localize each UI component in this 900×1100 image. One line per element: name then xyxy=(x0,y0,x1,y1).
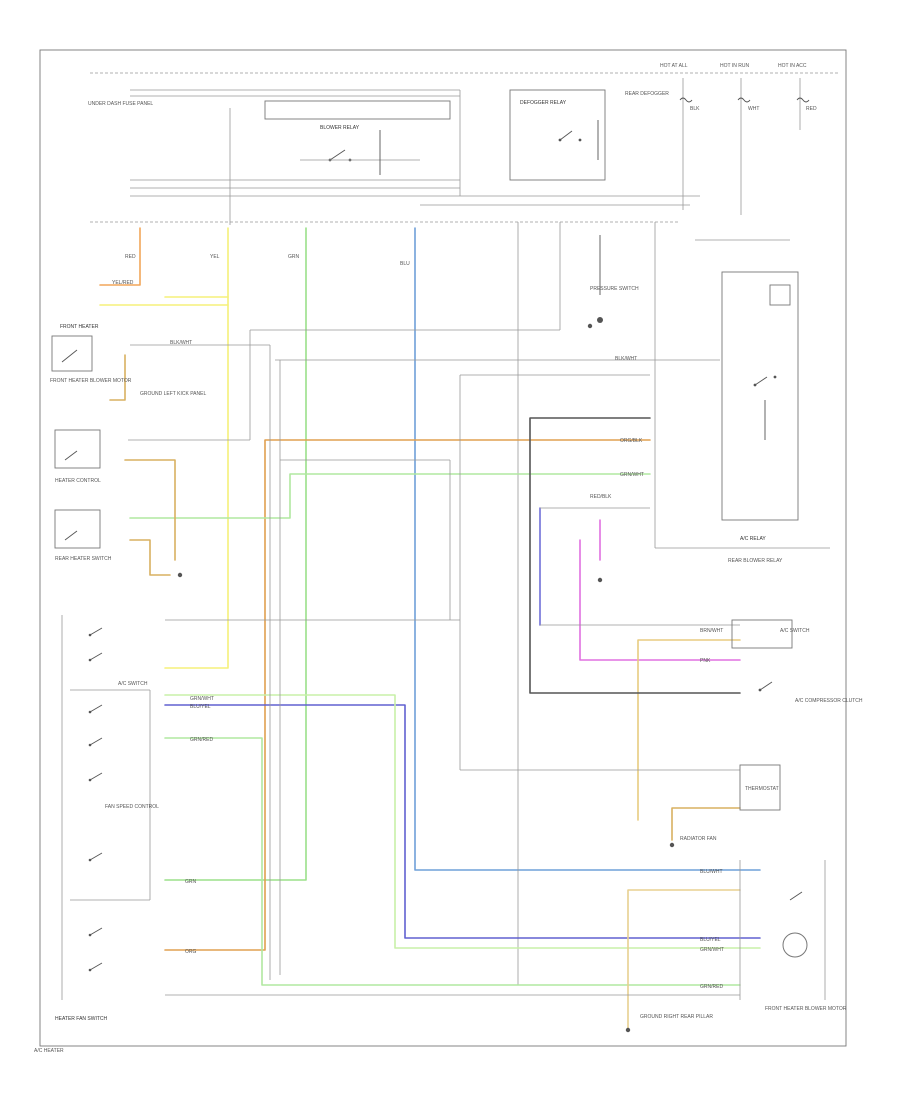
wire-black-box xyxy=(529,417,741,694)
a-c-relay-label: A/C RELAY xyxy=(740,536,766,542)
wire-tan-right xyxy=(637,639,741,821)
front-blower-motor-label: FRONT HEATER BLOWER MOTOR xyxy=(765,1006,847,1012)
hot-at-all-label: HOT AT ALL xyxy=(660,63,688,69)
wire-code-labels: YEL/RED BLK/WHT ORG/BLK GRN/WHT BLK/WHT … xyxy=(112,254,724,990)
ground-right-rear-label: GROUND RIGHT REAR PILLAR xyxy=(640,1014,713,1020)
fuse-label-2: WHT xyxy=(748,106,759,112)
wire-violet xyxy=(579,539,741,661)
front-heater-label: FRONT HEATER xyxy=(60,324,99,330)
svg-text:RED: RED xyxy=(125,254,136,260)
svg-text:RED/BLK: RED/BLK xyxy=(590,494,612,500)
wire-blue-main xyxy=(414,227,761,871)
blower-motor-symbol xyxy=(782,932,808,958)
svg-text:ORG/BLK: ORG/BLK xyxy=(620,438,643,444)
a-c-switch-left-label: A/C SWITCH xyxy=(118,681,148,687)
radiator-fan-label: RADIATOR FAN xyxy=(680,836,717,842)
svg-text:GRN/WHT: GRN/WHT xyxy=(190,696,214,702)
svg-text:YEL: YEL xyxy=(210,254,220,260)
wire-yellow-branch xyxy=(99,296,229,306)
svg-text:BLK/WHT: BLK/WHT xyxy=(170,340,192,346)
ground-left-kick-label: GROUND LEFT KICK PANEL xyxy=(140,391,206,397)
heater-control-label: HEATER CONTROL xyxy=(55,478,101,484)
svg-text:YEL/RED: YEL/RED xyxy=(112,280,134,286)
wire-green-mid xyxy=(129,473,651,519)
rear-defogger-label: REAR DEFOGGER xyxy=(625,91,669,97)
thermostat-label: THERMOSTAT xyxy=(745,786,779,792)
svg-text:BLU/WHT: BLU/WHT xyxy=(700,869,723,875)
wire-tan-3 xyxy=(129,539,171,576)
rear-heater-switch-label: REAR HEATER SWITCH xyxy=(55,556,112,562)
svg-text:BLU/YEL: BLU/YEL xyxy=(700,937,721,943)
fuse-group: BLK WHT RED xyxy=(679,78,817,215)
a-c-relay-inner xyxy=(769,284,791,306)
svg-text:GRN/WHT: GRN/WHT xyxy=(700,947,724,953)
wire-orange-mid xyxy=(164,439,651,951)
svg-text:PNK: PNK xyxy=(700,658,711,664)
footer-code: A/C HEATER xyxy=(34,1048,64,1054)
blower-relay-box xyxy=(264,100,451,120)
a-c-switch-right-box xyxy=(731,619,793,649)
front-heater-box xyxy=(51,335,93,372)
svg-text:GRN: GRN xyxy=(185,879,197,885)
wire-tan-bottom xyxy=(627,889,741,1031)
svg-text:GRN/WHT: GRN/WHT xyxy=(620,472,644,478)
rear-heater-switch-box xyxy=(54,509,101,549)
compressor-clutch-label: A/C COMPRESSOR CLUTCH xyxy=(795,698,863,704)
wire-yellow-main xyxy=(164,227,229,669)
pressure-switch-label: PRESSURE SWITCH xyxy=(590,286,639,292)
wire-tan-2 xyxy=(124,459,176,561)
svg-text:ORG: ORG xyxy=(185,949,197,955)
wire-green-pair xyxy=(164,694,761,949)
svg-text:BLU: BLU xyxy=(400,261,410,267)
fuse-label-1: BLK xyxy=(690,106,700,112)
svg-text:GRN/RED: GRN/RED xyxy=(700,984,723,990)
heater-fan-switch-label: HEATER FAN SWITCH xyxy=(55,1016,108,1022)
wire-green-main xyxy=(164,227,307,881)
fan-speed-label: FAN SPEED CONTROL xyxy=(105,804,159,810)
rear-blower-relay-label: REAR BLOWER RELAY xyxy=(728,558,783,564)
wire-tan-lower xyxy=(671,807,741,841)
wire-tan-1 xyxy=(109,354,126,401)
blower-relay-label: BLOWER RELAY xyxy=(320,125,360,131)
a-c-switch-right-label: A/C SWITCH xyxy=(780,628,810,634)
svg-text:BLU/YEL: BLU/YEL xyxy=(190,704,211,710)
wire-green-lower xyxy=(164,737,741,986)
blower-motor-left-label: FRONT HEATER BLOWER MOTOR xyxy=(50,378,132,384)
defogger-relay-box xyxy=(509,89,606,181)
thermostat-box xyxy=(739,764,781,811)
fan-switch-contacts xyxy=(88,627,103,972)
fuse-label-3: RED xyxy=(806,106,817,112)
heater-control-box xyxy=(54,429,101,469)
svg-text:GRN: GRN xyxy=(288,254,300,260)
svg-text:BRN/WHT: BRN/WHT xyxy=(700,628,723,634)
hot-in-run-label: HOT IN RUN xyxy=(720,63,749,69)
hot-in-acc-label: HOT IN ACC xyxy=(778,63,807,69)
a-c-relay-box xyxy=(721,271,799,521)
fuse-panel-label: UNDER DASH FUSE PANEL xyxy=(88,101,153,107)
defogger-relay-label: DEFOGGER RELAY xyxy=(520,100,567,106)
diagram-border xyxy=(39,49,847,1047)
svg-text:BLK/WHT: BLK/WHT xyxy=(615,356,637,362)
wire-purple xyxy=(164,704,761,939)
svg-text:GRN/RED: GRN/RED xyxy=(190,737,213,743)
wire-orange-top xyxy=(99,227,141,286)
